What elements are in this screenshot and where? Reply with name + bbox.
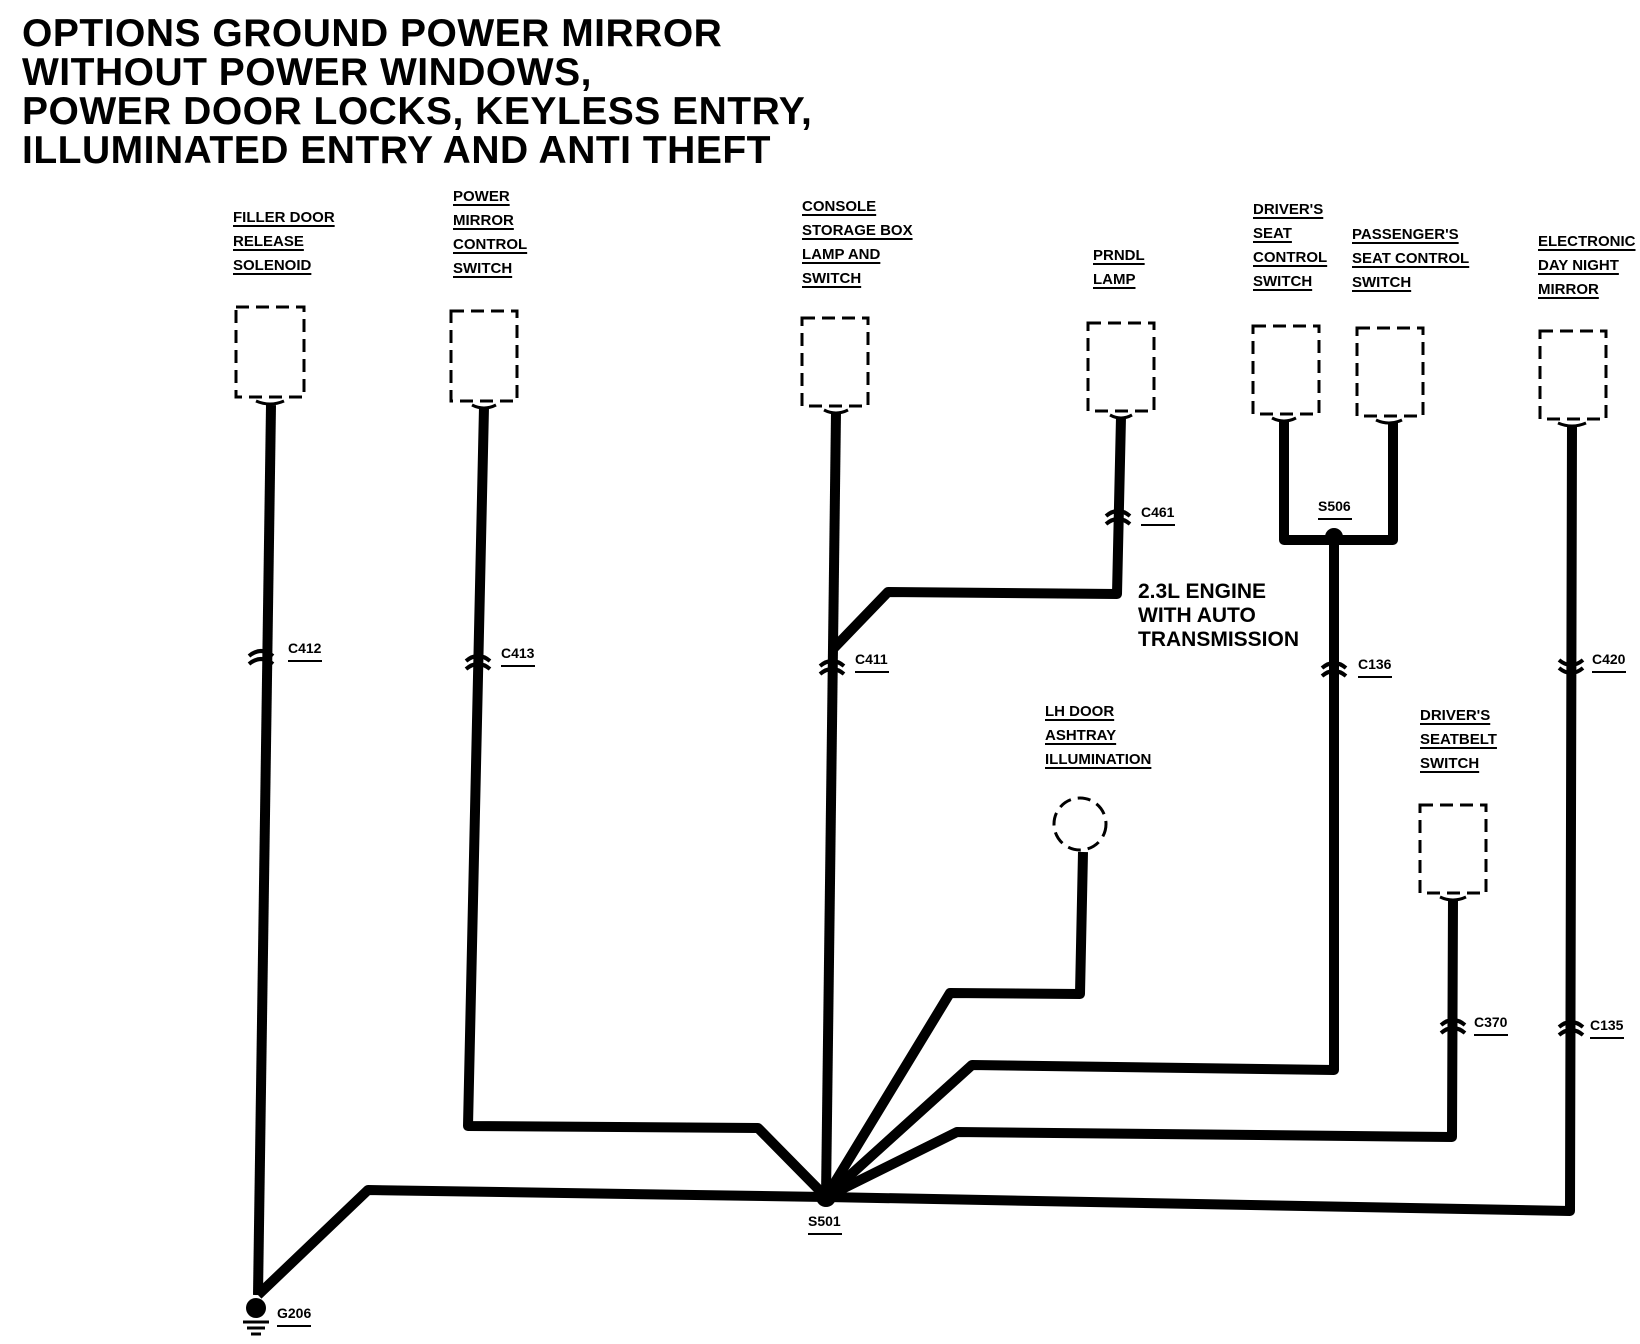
splice-s501-label: S501 xyxy=(808,1213,841,1229)
lh-door-component-circle xyxy=(1052,796,1108,852)
wire-seat-switches xyxy=(1279,420,1398,545)
title-line: WITHOUT POWER WINDOWS, xyxy=(22,51,592,94)
lh-door-label: LH DOOR ASHTRAY ILLUMINATION xyxy=(1045,703,1152,768)
passengers-seat-component-box xyxy=(1355,326,1425,418)
drivers-seat-component-box xyxy=(1251,324,1321,416)
connector-c370-label: C370 xyxy=(1474,1014,1508,1030)
connector-c412-symbol xyxy=(247,649,275,658)
connector-c136-symbol xyxy=(1320,661,1348,670)
engine-note: 2.3L ENGINE WITH AUTO TRANSMISSION xyxy=(1138,580,1300,651)
electronic-mirror-label: ELECTRONIC DAY NIGHT MIRROR xyxy=(1538,233,1636,298)
wire-electronic-mirror xyxy=(825,424,1577,1216)
diagram-title: OPTIONS GROUND POWER MIRROR WITHOUT POWE… xyxy=(22,14,812,170)
power-mirror-label: POWER MIRROR CONTROL SWITCH xyxy=(453,188,528,277)
title-line: OPTIONS GROUND POWER MIRROR xyxy=(22,12,723,55)
passengers-seat-label: PASSENGER'S SEAT CONTROL SWITCH xyxy=(1352,226,1470,291)
title-line: POWER DOOR LOCKS, KEYLESS ENTRY, xyxy=(22,90,813,133)
connector-c411-symbol xyxy=(818,659,846,668)
seatbelt-label: DRIVER'S SEATBELT SWITCH xyxy=(1420,707,1497,772)
seatbelt-component-box xyxy=(1418,803,1488,895)
power-mirror-component-box xyxy=(449,309,519,403)
connector-c420-symbol xyxy=(1557,658,1585,667)
wire-power-mirror xyxy=(463,406,830,1201)
terminal-cup xyxy=(255,399,285,406)
connector-c413-label: C413 xyxy=(501,645,535,661)
wire-s506-to-s501 xyxy=(822,540,1339,1201)
wire-filler-door-ground xyxy=(253,404,276,1296)
prndl-label: PRNDL LAMP xyxy=(1093,247,1145,288)
splice-s506-dot xyxy=(1325,528,1343,546)
connector-c135-symbol xyxy=(1557,1020,1585,1029)
connector-c136-label: C136 xyxy=(1358,656,1392,672)
wire-console xyxy=(821,411,841,1198)
filler-door-component-box xyxy=(234,305,306,399)
connector-c412-label: C412 xyxy=(288,640,322,656)
wire-prndl xyxy=(830,416,1126,652)
connector-c461-label: C461 xyxy=(1141,504,1175,520)
connector-c461-symbol xyxy=(1104,509,1132,518)
splice-s506-label: S506 xyxy=(1318,498,1351,514)
connector-c413-symbol xyxy=(464,654,492,663)
ground-symbol-g206 xyxy=(243,1298,269,1336)
wire-lh-door xyxy=(821,851,1088,1200)
filler-door-label: FILLER DOOR RELEASE SOLENOID xyxy=(233,209,335,274)
ground-g206-label: G206 xyxy=(277,1305,311,1321)
prndl-component-box xyxy=(1086,321,1156,413)
connector-c370-symbol xyxy=(1439,1018,1467,1027)
console-component-box xyxy=(800,316,870,408)
splice-s501-dot xyxy=(816,1187,836,1207)
drivers-seat-label: DRIVER'S SEAT CONTROL SWITCH xyxy=(1253,201,1328,290)
connector-c420-label: C420 xyxy=(1592,651,1626,667)
title-line: ILLUMINATED ENTRY AND ANTI THEFT xyxy=(22,129,772,172)
connector-c135-label: C135 xyxy=(1590,1017,1624,1033)
connector-c411-label: C411 xyxy=(855,651,888,667)
wire-ground-to-s501 xyxy=(254,1185,827,1299)
console-label: CONSOLE STORAGE BOX LAMP AND SWITCH xyxy=(802,198,913,287)
electronic-mirror-component-box xyxy=(1538,329,1608,421)
